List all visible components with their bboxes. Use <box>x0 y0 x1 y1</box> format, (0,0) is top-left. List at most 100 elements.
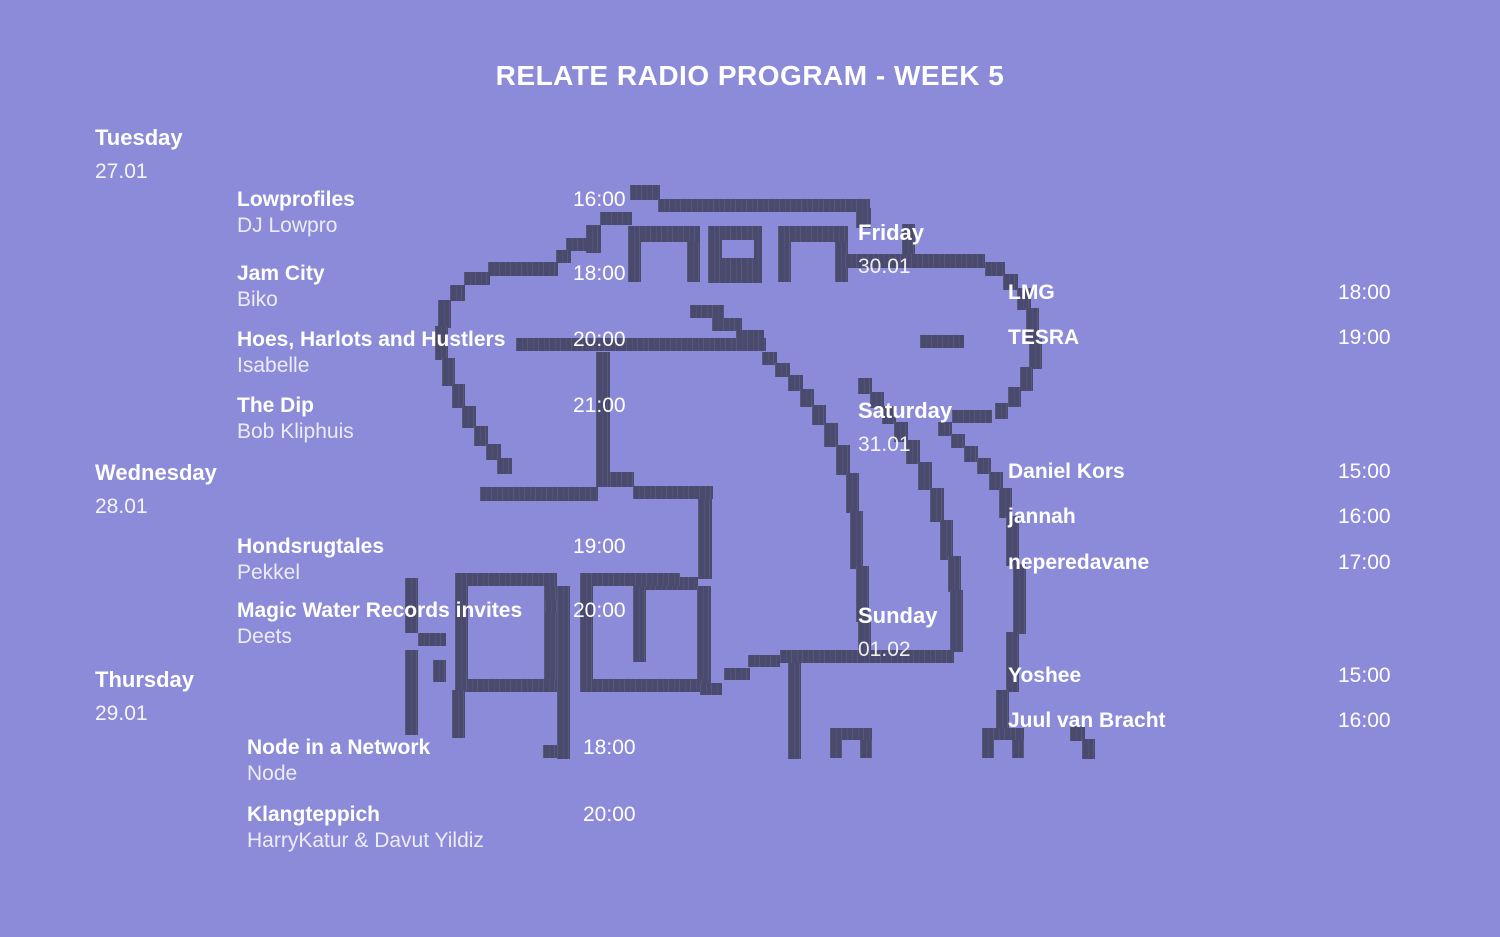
pixel-art-block <box>464 272 490 285</box>
pixel-art-block <box>438 300 451 328</box>
pixel-art-block <box>543 745 557 758</box>
pixel-art-block <box>1070 726 1085 741</box>
show-time: 20:00 <box>583 803 636 826</box>
pixel-art-block <box>452 690 465 738</box>
pixel-art-block <box>433 660 446 682</box>
show-time: 15:00 <box>1338 664 1391 687</box>
pixel-art-block <box>846 473 859 513</box>
pixel-art-block <box>1013 564 1026 634</box>
pixel-art-block <box>989 472 1003 490</box>
pixel-art-block <box>1020 367 1033 391</box>
show-time: 18:00 <box>1338 281 1391 304</box>
day-date: 30.01 <box>858 255 911 278</box>
pixel-art-block <box>858 620 871 652</box>
pixel-art-block <box>1012 740 1024 758</box>
pixel-art-block <box>455 586 468 679</box>
pixel-art-block <box>697 586 711 679</box>
show-artist: HarryKatur & Davut Yildiz <box>247 829 484 852</box>
pixel-art-block <box>882 406 896 424</box>
day-date: 31.01 <box>858 433 911 456</box>
pixel-art-block <box>580 586 593 679</box>
pixel-art-block <box>545 600 557 613</box>
pixel-art-block <box>856 566 869 622</box>
show-artist: Bob Kliphuis <box>237 420 354 443</box>
pixel-art-block <box>497 458 512 474</box>
day-label: Tuesday <box>95 125 183 150</box>
show-title: Lowprofiles <box>237 188 355 211</box>
pixel-art-block <box>480 487 598 501</box>
show-title: Hondsrugtales <box>237 535 385 558</box>
pixel-art-block <box>1026 308 1039 341</box>
pixel-art-block <box>780 650 860 663</box>
pixel-art-block <box>985 262 1005 276</box>
pixel-art-block <box>930 488 944 522</box>
page-title: RELATE RADIO PROGRAM - WEEK 5 <box>495 60 1005 91</box>
day-date: 01.02 <box>858 638 911 661</box>
pixel-art-block <box>1029 339 1042 369</box>
show-title: Juul van Bracht <box>1008 709 1166 732</box>
pixel-art-block <box>418 633 446 646</box>
pixel-art-block <box>580 573 680 586</box>
pixel-art-block <box>906 440 920 464</box>
show-time: 15:00 <box>1338 460 1391 483</box>
show-artist: Isabelle <box>237 354 310 377</box>
pixel-art-block <box>1003 274 1018 290</box>
pixel-art-block <box>462 406 476 428</box>
show-title: Hoes, Harlots and Hustlers <box>237 328 506 351</box>
pixel-art-block <box>858 378 872 394</box>
pixel-art-block <box>894 422 908 442</box>
pixel-art-block <box>580 679 711 692</box>
pixel-art-block <box>982 740 994 758</box>
pixel-art-block <box>951 434 965 448</box>
day-date: 29.01 <box>95 702 148 725</box>
pixel-art-block <box>788 663 801 759</box>
show-title: Klangteppich <box>247 803 381 826</box>
pixel-art-block <box>488 262 558 276</box>
pixel-art-block <box>812 405 826 425</box>
pixel-art-block <box>586 225 601 253</box>
pixel-art-block <box>474 426 488 446</box>
pixel-art-block <box>778 242 791 282</box>
pixel-art-block <box>405 650 418 735</box>
pixel-art-block <box>633 590 646 662</box>
show-time: 20:00 <box>573 599 626 622</box>
pixel-art-block <box>835 242 848 282</box>
pixel-art-block <box>566 238 588 251</box>
pixel-art-block <box>486 444 501 460</box>
pixel-art-block <box>856 208 871 228</box>
pixel-art-block <box>830 740 842 758</box>
show-time: 18:00 <box>573 262 626 285</box>
pixel-art-block <box>800 389 814 407</box>
pixel-art-block <box>850 511 863 569</box>
day-label: Wednesday <box>95 460 217 485</box>
pixel-art-block <box>516 338 766 351</box>
pixel-art-block <box>700 683 722 695</box>
pixel-art-block <box>845 254 985 268</box>
pixel-art-block <box>948 556 961 592</box>
pixel-art-block <box>596 352 610 487</box>
show-time: 19:00 <box>1338 326 1391 349</box>
show-time: 21:00 <box>573 394 626 417</box>
show-title: Daniel Kors <box>1008 460 1125 483</box>
show-title: Yoshee <box>1008 664 1082 687</box>
show-time: 16:00 <box>1338 709 1391 732</box>
pixel-art-block <box>442 358 455 386</box>
pixel-art-block <box>824 423 838 447</box>
show-time: 20:00 <box>573 328 626 351</box>
show-title: neperedavane <box>1008 551 1150 574</box>
pixel-art-block <box>860 740 872 758</box>
pixel-art-block <box>999 488 1012 518</box>
pixel-art-block <box>658 199 870 212</box>
show-artist: Node <box>247 762 298 785</box>
pixel-art-block <box>455 573 557 586</box>
pixel-art-block <box>1082 739 1095 759</box>
show-time: 18:00 <box>583 736 636 759</box>
pixel-art-block <box>724 668 750 680</box>
pixel-art-block <box>600 212 632 225</box>
pixel-art-block <box>1017 288 1031 310</box>
pixel-art-block <box>610 472 634 487</box>
pixel-art-block <box>977 458 991 474</box>
pixel-art-block <box>762 352 777 365</box>
pixel-art-block <box>830 728 872 740</box>
pixel-art-block <box>996 690 1009 730</box>
